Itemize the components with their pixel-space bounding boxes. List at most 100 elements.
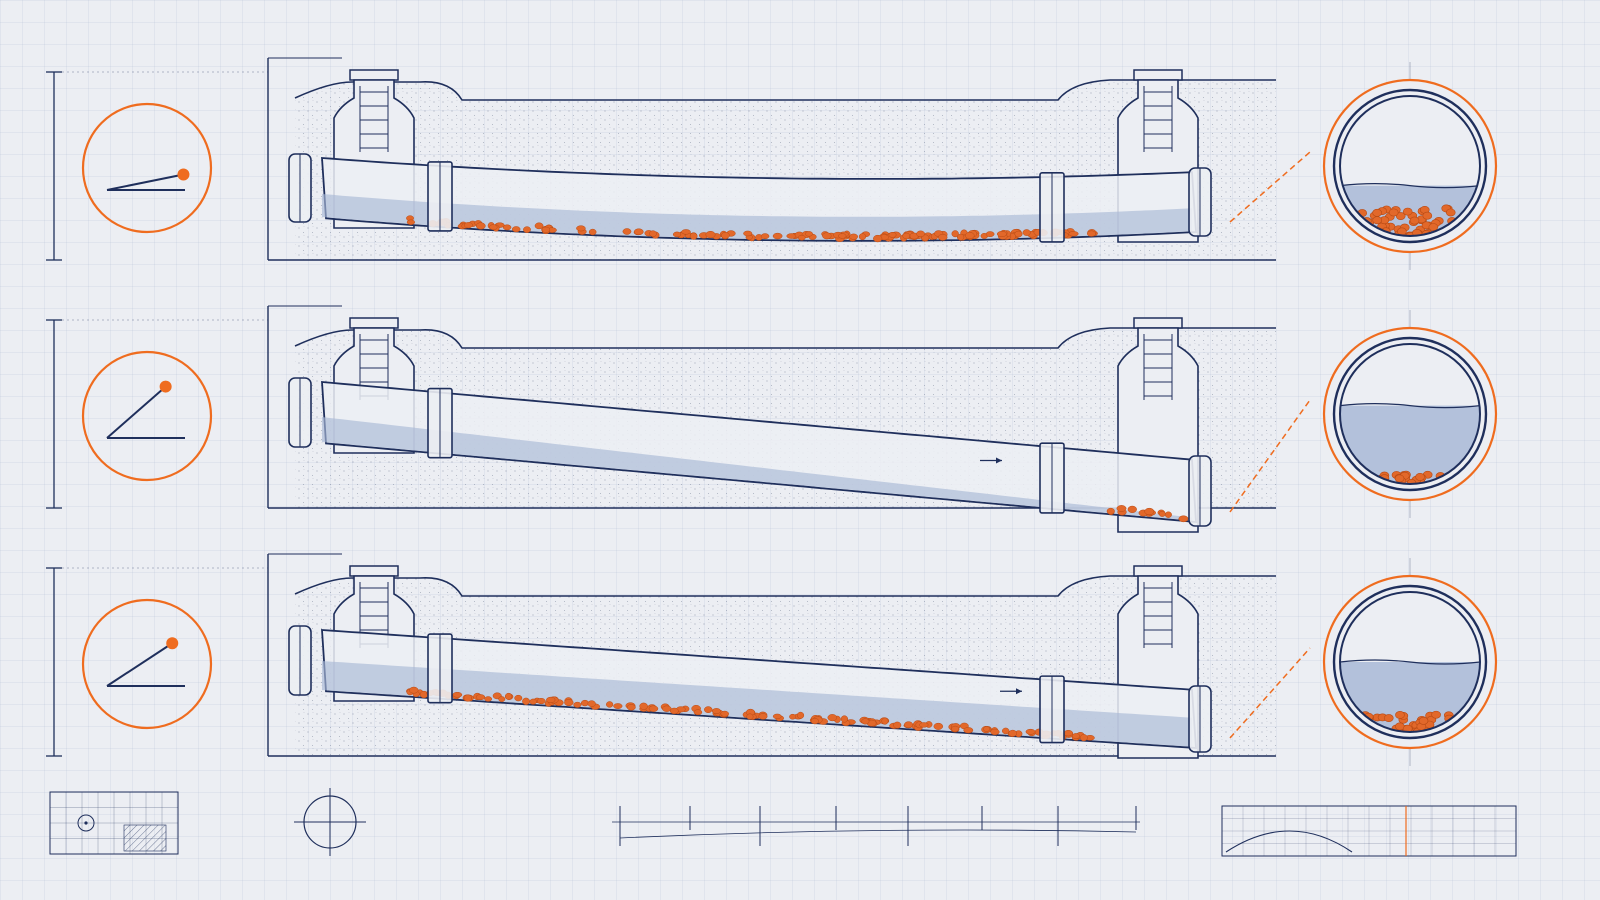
sediment-particle bbox=[1127, 505, 1137, 513]
sediment-particle bbox=[1158, 510, 1166, 517]
sediment-particle bbox=[951, 725, 960, 732]
sediment-particle bbox=[475, 222, 486, 230]
slope-indicator-icon bbox=[81, 102, 213, 234]
sediment-particle bbox=[1144, 507, 1155, 516]
sediment-particle bbox=[743, 230, 753, 237]
slope-indicator-icon bbox=[81, 598, 213, 730]
callout-leader bbox=[1229, 151, 1311, 223]
sediment-particle bbox=[796, 711, 805, 719]
sediment-particle bbox=[893, 721, 902, 729]
panel-moderate bbox=[46, 553, 1498, 766]
profile-chart-icon bbox=[1221, 805, 1517, 857]
section-sediment-particle bbox=[1431, 710, 1441, 719]
sediment-particle bbox=[1106, 507, 1115, 515]
sediment-particle bbox=[511, 226, 521, 233]
sediment-particle bbox=[758, 713, 768, 720]
sediment-particle bbox=[498, 696, 506, 702]
sediment-particle bbox=[564, 699, 574, 707]
crosshair-circle-icon bbox=[294, 788, 366, 856]
sediment-particle bbox=[672, 231, 682, 238]
sediment-particle bbox=[861, 718, 870, 725]
sediment-particle bbox=[965, 232, 975, 240]
sediment-particle bbox=[463, 694, 472, 702]
sediment-particle bbox=[827, 714, 838, 722]
sediment-particle bbox=[681, 229, 691, 235]
sediment-deposit bbox=[406, 686, 1095, 742]
water-flow bbox=[322, 417, 1192, 521]
sediment-particle bbox=[1079, 734, 1088, 742]
sediment-particle bbox=[805, 231, 813, 237]
sediment-particle bbox=[1022, 229, 1031, 236]
sediment-particle bbox=[1008, 729, 1017, 737]
target-dot bbox=[84, 821, 88, 825]
sediment-particle bbox=[881, 717, 889, 725]
pipe bbox=[288, 153, 1212, 243]
sediment-deposit bbox=[1106, 505, 1189, 523]
sediment-particle bbox=[484, 696, 493, 702]
flow-arrow-head bbox=[996, 457, 1002, 464]
section-sediment-particle bbox=[1402, 724, 1413, 732]
callout-leader bbox=[1229, 647, 1311, 739]
sediment-particle bbox=[534, 222, 544, 230]
section-sediment-particle bbox=[1428, 223, 1439, 231]
section-sediment-particle bbox=[1415, 473, 1425, 481]
sediment-particle bbox=[514, 694, 523, 702]
section-sediment-particle bbox=[1409, 216, 1420, 225]
sediment-particle bbox=[902, 232, 911, 240]
sediment-particle bbox=[760, 233, 770, 240]
sediment-particle bbox=[588, 228, 597, 236]
pipe bbox=[288, 625, 1212, 753]
water-flow bbox=[322, 661, 1192, 747]
sediment-particle bbox=[522, 697, 530, 705]
sediment-particle bbox=[919, 722, 929, 728]
sediment-particle bbox=[983, 726, 991, 732]
sediment-particle bbox=[746, 713, 754, 720]
sediment-particle bbox=[504, 692, 513, 700]
sediment-particle bbox=[529, 698, 537, 705]
sediment-particle bbox=[648, 705, 659, 712]
sediment-particle bbox=[406, 219, 415, 225]
pipe bbox=[288, 377, 1212, 527]
sediment-particle bbox=[858, 233, 867, 241]
manhole-cover bbox=[1133, 317, 1183, 329]
sediment-particle bbox=[649, 230, 657, 237]
section-sediment-particle bbox=[1397, 227, 1407, 236]
target-circle bbox=[77, 814, 95, 832]
sediment-particle bbox=[720, 710, 729, 717]
ground-surface bbox=[294, 575, 1276, 597]
section-sediment-particle bbox=[1383, 714, 1394, 722]
chart-curve bbox=[1225, 830, 1353, 853]
sediment-particle bbox=[951, 230, 959, 238]
sediment-particle bbox=[475, 694, 486, 701]
sediment-particle bbox=[587, 700, 596, 707]
sediment-particle bbox=[409, 686, 419, 694]
section-sediment-particle bbox=[1372, 216, 1383, 225]
sediment-particle bbox=[705, 230, 716, 239]
sediment-particle bbox=[576, 225, 586, 232]
sediment-particle bbox=[797, 234, 806, 241]
sediment-particle bbox=[849, 233, 858, 240]
slope-indicator-icon bbox=[81, 350, 213, 482]
sediment-particle bbox=[957, 233, 965, 241]
cross-section-callout bbox=[1322, 62, 1498, 270]
ground-surface bbox=[294, 327, 1276, 349]
dimension-ruler-icon bbox=[612, 806, 1140, 846]
sediment-particle bbox=[810, 718, 819, 725]
sediment-particle bbox=[772, 713, 782, 720]
sediment-particle bbox=[1063, 729, 1074, 737]
ruler-curve bbox=[619, 829, 1137, 839]
callout-leader bbox=[1229, 399, 1311, 513]
sediment-particle bbox=[606, 701, 614, 708]
flow-arrow-head bbox=[1016, 688, 1022, 695]
sediment-particle bbox=[693, 709, 703, 716]
sediment-particle bbox=[772, 232, 783, 240]
manhole-cover bbox=[1133, 565, 1183, 577]
slope-marker bbox=[159, 380, 172, 393]
section-sediment-particle bbox=[1395, 212, 1406, 220]
pipe-wall-outer bbox=[1332, 584, 1488, 740]
sediment-particle bbox=[937, 234, 948, 241]
section-sediment-particle bbox=[1388, 208, 1399, 217]
section-sediment-particle bbox=[1402, 207, 1413, 216]
sediment-particle bbox=[996, 231, 1007, 237]
